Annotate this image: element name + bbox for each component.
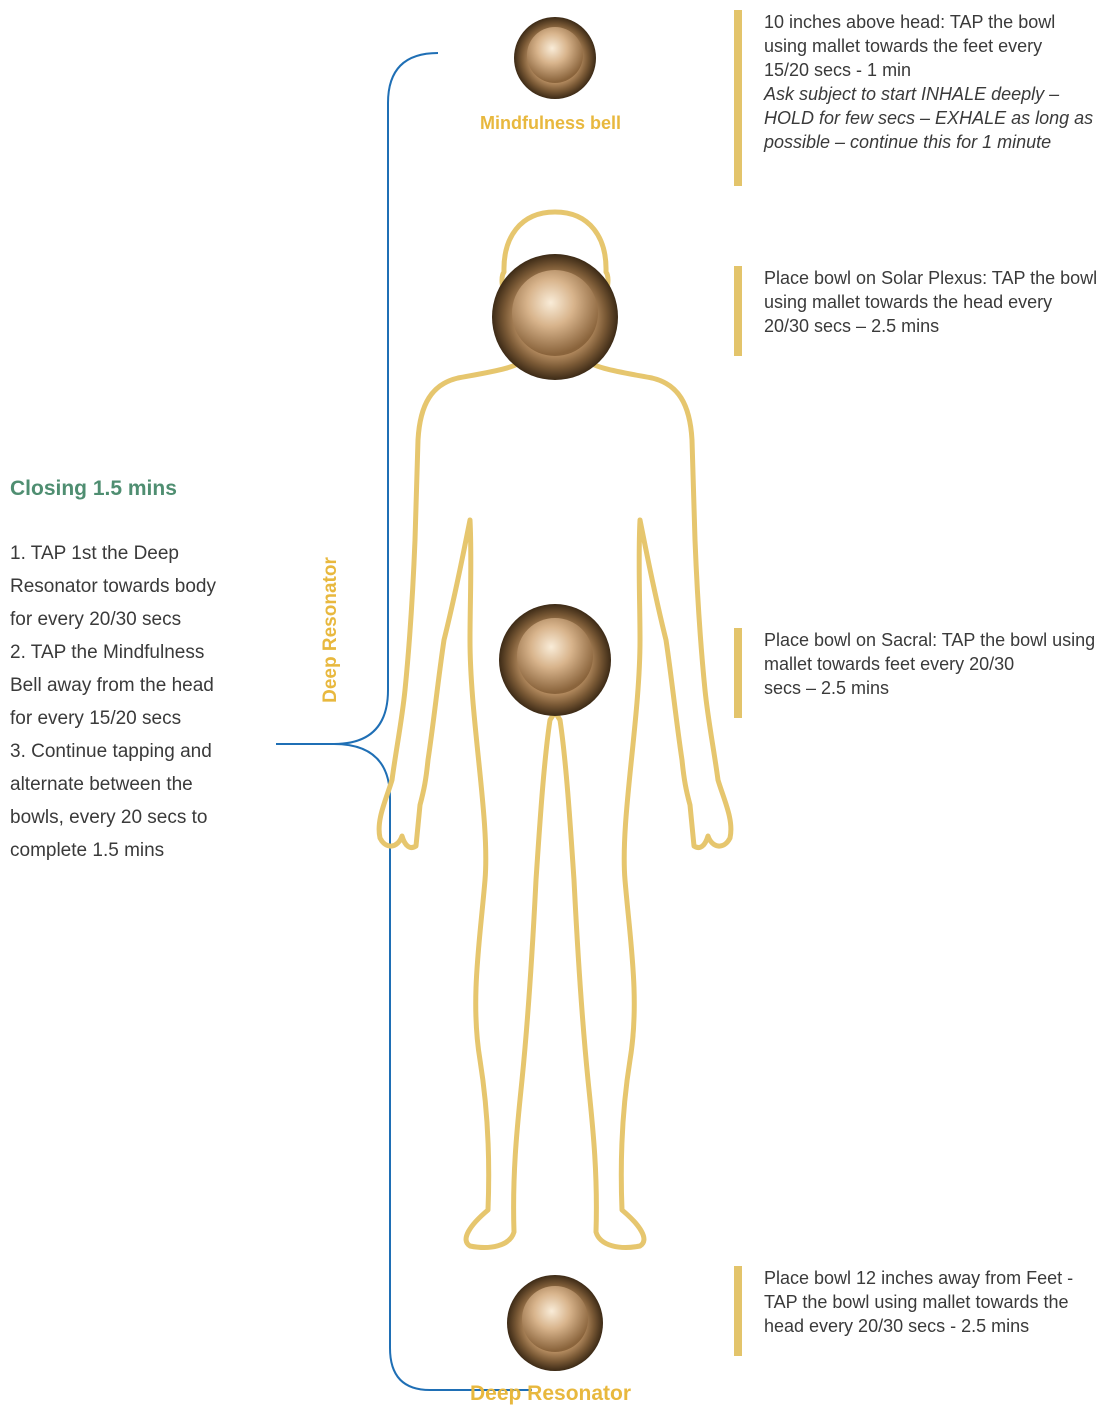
bracket-line <box>276 53 532 1390</box>
note-line: 15/20 secs - 1 min <box>764 58 1093 82</box>
step-line: 3. Continue tapping and <box>10 735 260 768</box>
note-line: 10 inches above head: TAP the bowl <box>764 10 1093 34</box>
feet-note: Place bowl 12 inches away from Feet - TA… <box>734 1266 1073 1356</box>
step-line: for every 20/30 secs <box>10 603 260 636</box>
sacral-bowl-icon <box>499 604 611 716</box>
step-line: 1. TAP 1st the Deep <box>10 537 260 570</box>
closing-title: Closing 1.5 mins <box>10 477 177 501</box>
note-line: using mallet towards the head every <box>764 290 1097 314</box>
step-line: Bell away from the head <box>10 669 260 702</box>
step-line: Resonator towards body <box>10 570 260 603</box>
note-line: head every 20/30 secs - 2.5 mins <box>764 1314 1073 1338</box>
note-line: Place bowl on Sacral: TAP the bowl using <box>764 628 1095 652</box>
note-line: 20/30 secs – 2.5 mins <box>764 314 1097 338</box>
note-italic-line: HOLD for few secs – EXHALE as long as <box>764 106 1093 130</box>
note-line: TAP the bowl using mallet towards the <box>764 1290 1073 1314</box>
mindfulness-bell-label: Mindfulness bell <box>480 113 621 134</box>
note-line: Place bowl on Solar Plexus: TAP the bowl <box>764 266 1097 290</box>
note-line: secs – 2.5 mins <box>764 676 1095 700</box>
note-line: Place bowl 12 inches away from Feet - <box>764 1266 1073 1290</box>
step-line: for every 15/20 secs <box>10 702 260 735</box>
step-line: 2. TAP the Mindfulness <box>10 636 260 669</box>
solar-plexus-note: Place bowl on Solar Plexus: TAP the bowl… <box>734 266 1097 356</box>
note-line: using mallet towards the feet every <box>764 34 1093 58</box>
sacral-note: Place bowl on Sacral: TAP the bowl using… <box>734 628 1095 718</box>
step-line: alternate between the <box>10 768 260 801</box>
step-line: complete 1.5 mins <box>10 834 260 867</box>
mindfulness-bell-bowl-icon <box>514 17 596 99</box>
note-line: mallet towards feet every 20/30 <box>764 652 1095 676</box>
step-line: bowls, every 20 secs to <box>10 801 260 834</box>
deep-resonator-bottom-label: Deep Resonator <box>470 1382 631 1406</box>
note-italic-line: Ask subject to start INHALE deeply – <box>764 82 1093 106</box>
deep-resonator-bowl-icon <box>507 1275 603 1371</box>
deep-resonator-vertical-text: Deep Resonator <box>320 557 342 703</box>
closing-steps: 1. TAP 1st the Deep Resonator towards bo… <box>10 537 260 867</box>
head-note: 10 inches above head: TAP the bowl using… <box>734 10 1093 186</box>
note-italic-line: possible – continue this for 1 minute <box>764 130 1093 154</box>
solar-plexus-bowl-icon <box>492 254 618 380</box>
